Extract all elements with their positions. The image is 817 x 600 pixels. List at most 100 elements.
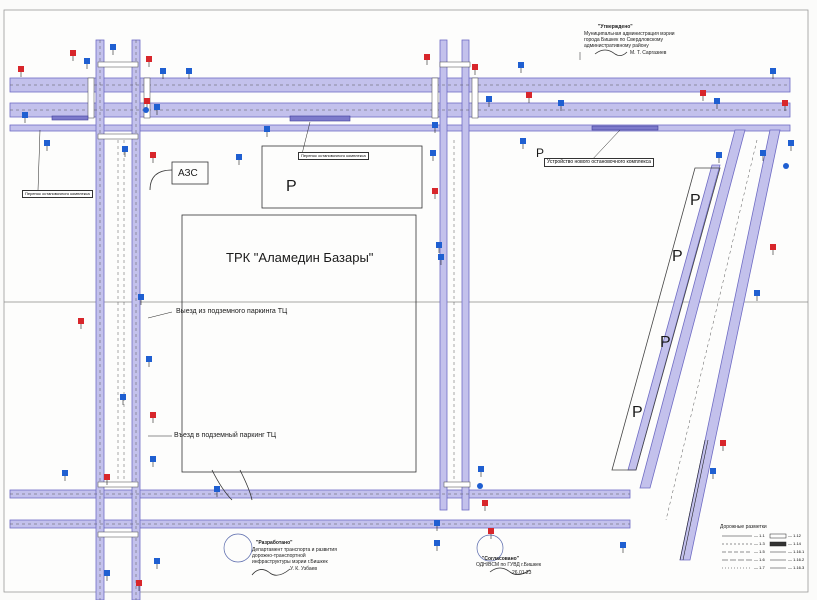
traffic-sign-icon xyxy=(154,104,160,110)
bus-stop-new xyxy=(591,125,659,131)
traffic-sign-icon xyxy=(84,58,90,64)
traffic-sign-icon xyxy=(432,122,438,128)
legend-item: — 1.7 xyxy=(754,565,765,570)
stop-transfer-label: Перенос остановочного комплекса xyxy=(298,152,369,160)
traffic-sign-icon xyxy=(518,62,524,68)
roads xyxy=(9,39,791,600)
traffic-sign-icon xyxy=(472,64,478,70)
legend-title: Дорожные разметки xyxy=(720,524,767,530)
parking-label-1: P xyxy=(286,178,297,195)
traffic-sign-icon xyxy=(18,66,24,72)
traffic-sign-icon xyxy=(520,138,526,144)
traffic-sign-icon xyxy=(424,54,430,60)
traffic-sign-icon xyxy=(788,140,794,146)
traffic-sign-icon xyxy=(150,152,156,158)
traffic-sign-icon xyxy=(78,318,84,324)
traffic-light-icon xyxy=(477,483,483,489)
legend-item: — 1.1 xyxy=(754,533,765,538)
traffic-sign-icon xyxy=(782,100,788,106)
parking-label-2: P xyxy=(536,146,545,160)
parking-label-4: P xyxy=(672,248,683,265)
traffic-sign-icon xyxy=(150,412,156,418)
gas-curve xyxy=(149,169,173,191)
traffic-sign-icon xyxy=(144,98,150,104)
bus-stop-existing xyxy=(289,115,351,122)
traffic-sign-icon xyxy=(154,558,160,564)
traffic-sign-icon xyxy=(120,394,126,400)
bus-stops xyxy=(51,115,659,131)
traffic-sign-icon xyxy=(138,294,144,300)
traffic-sign-icon xyxy=(22,112,28,118)
legend-item: — 1.5 xyxy=(754,549,765,554)
legend-box xyxy=(722,533,787,569)
traffic-sign-icon xyxy=(436,242,442,248)
agreed-signature xyxy=(489,567,531,575)
traffic-sign-icon xyxy=(488,528,494,534)
developed-line3: инфраструктуры мэрии г.Бишкек xyxy=(252,559,328,565)
approval-line3: административному району xyxy=(584,43,649,49)
road-mid-west xyxy=(439,39,448,511)
parking-label-3: P xyxy=(690,192,701,209)
legend-item: — 1.6 xyxy=(754,557,765,562)
traffic-sign-icon xyxy=(430,150,436,156)
legend-item: — 1.16.3 xyxy=(788,565,805,570)
traffic-sign-icon xyxy=(214,486,220,492)
parking-label-6: P xyxy=(632,404,643,421)
agreed-date: 26.01.23 xyxy=(512,570,532,576)
legend-item: — 1.3 xyxy=(754,541,765,546)
traffic-sign-icon xyxy=(700,90,706,96)
traffic-sign-icon xyxy=(770,244,776,250)
road-top-sidewalk xyxy=(9,124,791,132)
traffic-sign-icon xyxy=(186,68,192,74)
underground-exit-label: Выезд из подземного паркинга ТЦ xyxy=(176,308,288,315)
traffic-sign-icon xyxy=(160,68,166,74)
approval-line1: Муниципальная администрация мэрии xyxy=(584,31,675,37)
traffic-sign-icon xyxy=(754,290,760,296)
traffic-sign-icon xyxy=(70,50,76,56)
traffic-sign-icon xyxy=(558,100,564,106)
traffic-sign-icon xyxy=(146,356,152,362)
approval-title: "Утверждено" xyxy=(598,24,633,30)
road-right-diag-west xyxy=(639,129,746,489)
traffic-sign-icon xyxy=(104,570,110,576)
traffic-sign-icon xyxy=(716,152,722,158)
traffic-sign-icon xyxy=(760,150,766,156)
lots xyxy=(149,145,721,501)
traffic-sign-icon xyxy=(714,98,720,104)
parking-label-5: P xyxy=(660,334,671,351)
developed-stamp xyxy=(223,533,253,563)
traffic-signs xyxy=(18,44,794,591)
developed-title: "Разработано" xyxy=(256,540,293,546)
approval-line2: города Бишкек по Свердловскому xyxy=(584,37,664,43)
mall-label: ТРК "Аламедин Базары" xyxy=(226,250,374,265)
traffic-sign-icon xyxy=(146,56,152,62)
traffic-sign-icon xyxy=(44,140,50,146)
traffic-sign-icon xyxy=(136,580,142,586)
traffic-sign-icon xyxy=(150,456,156,462)
developed-line2: дорожно-транспортной xyxy=(252,553,306,559)
traffic-sign-icon xyxy=(526,92,532,98)
traffic-sign-icon xyxy=(710,468,716,474)
legend-item: — 1.16.1 xyxy=(788,549,805,554)
road-right-diag-east xyxy=(679,129,781,561)
traffic-sign-icon xyxy=(482,500,488,506)
developed-signature xyxy=(251,568,291,576)
developed-signer: У. К. Узбаев xyxy=(290,566,318,572)
stop-transfer-left-label: Перенос остановочного комплекса xyxy=(22,190,93,198)
approval-signature xyxy=(594,49,628,56)
traffic-sign-icon xyxy=(432,188,438,194)
parking-lot-north xyxy=(261,145,423,209)
parking-strip xyxy=(611,167,721,471)
traffic-sign-icon xyxy=(478,466,484,472)
traffic-sign-icon xyxy=(122,146,128,152)
approval-signer: М. Т. Саргазиев xyxy=(630,50,667,56)
traffic-light-icon xyxy=(143,107,149,113)
traffic-sign-icon xyxy=(110,44,116,50)
new-stop-label: Устройство нового остановочного комплекс… xyxy=(544,158,654,167)
sheet-border xyxy=(3,9,809,593)
traffic-sign-icon xyxy=(434,520,440,526)
traffic-light-icon xyxy=(783,163,789,169)
traffic-sign-icon xyxy=(264,126,270,132)
traffic-sign-icon xyxy=(434,540,440,546)
